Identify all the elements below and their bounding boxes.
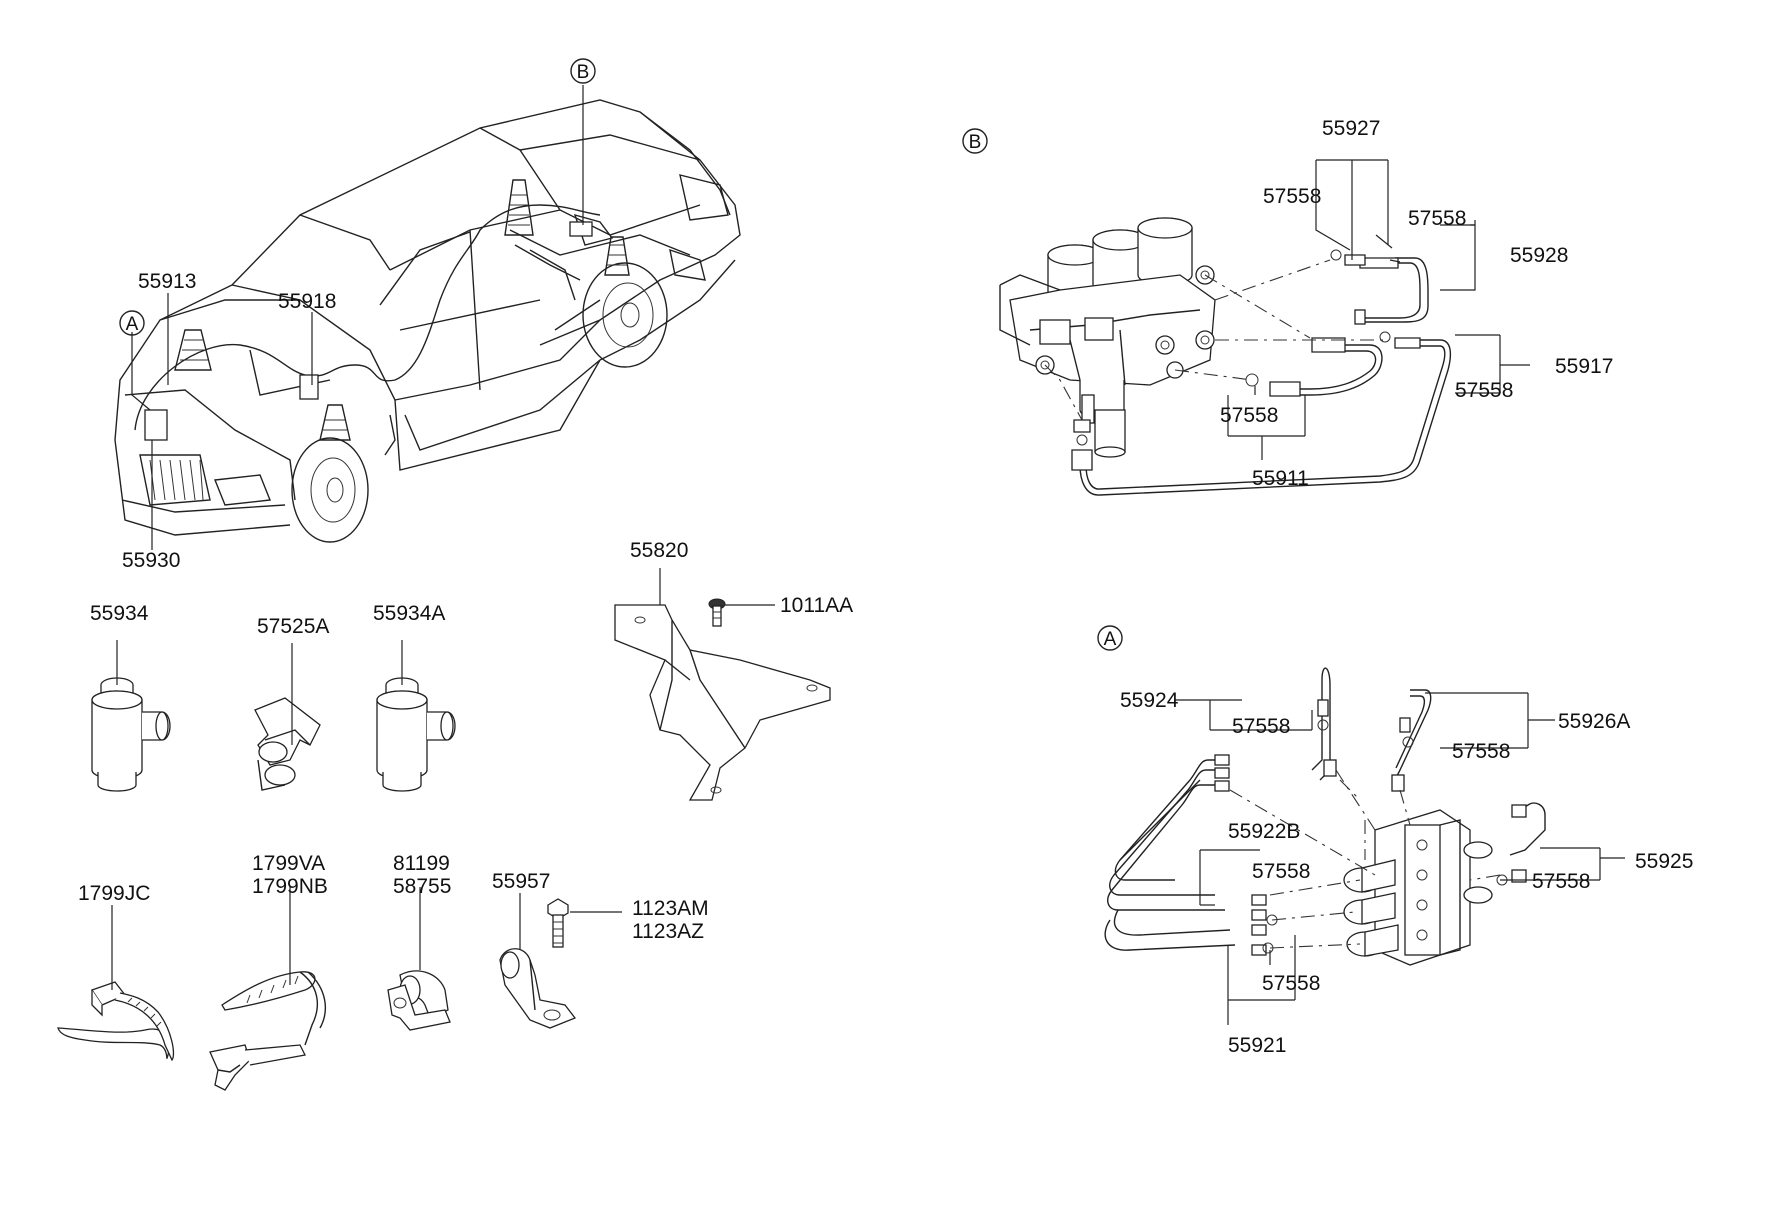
label-55957: 55957 (492, 870, 550, 893)
detail-b-leaders (1227, 159, 1530, 460)
label-a-57558-a: 57558 (1232, 715, 1290, 738)
label-b-57558-b: 57558 (1408, 207, 1466, 230)
part-1799va-cable-tie (209, 971, 327, 1091)
part-55934-connector (91, 677, 171, 792)
label-55918: 55918 (278, 290, 336, 313)
label-1123am: 1123AM (632, 897, 709, 920)
part-1799jc-cable-tie (57, 981, 175, 1062)
label-a-55924: 55924 (1120, 689, 1179, 712)
svg-text:A: A (1104, 629, 1117, 650)
label-a-55925: 55925 (1635, 850, 1693, 873)
label-a-55922b: 55922B (1228, 820, 1300, 843)
label-b-57558-a: 57558 (1263, 185, 1321, 208)
svg-text:B: B (577, 62, 590, 83)
label-1799nb: 1799NB (252, 875, 328, 898)
vehicle-illustration (114, 99, 741, 543)
label-55934: 55934 (90, 602, 149, 625)
label-55820: 55820 (630, 539, 688, 562)
label-1123az: 1123AZ (632, 920, 704, 943)
label-b-55911: 55911 (1252, 467, 1309, 490)
detail-a-hydraulic-unit (1104, 667, 1546, 966)
label-a-57558-b: 57558 (1452, 740, 1510, 763)
label-a-57558-e: 57558 (1262, 972, 1320, 995)
part-55934a-connector (376, 677, 456, 792)
svg-text:A: A (126, 314, 139, 335)
part-55820-bracket (614, 604, 831, 801)
detail-a-leaders (1175, 692, 1625, 1025)
label-55913: 55913 (138, 270, 196, 293)
label-b-55927: 55927 (1322, 117, 1380, 140)
callout-b-top: B (570, 58, 596, 84)
part-1011aa-bolt (708, 598, 726, 627)
label-a-55921: 55921 (1228, 1034, 1286, 1057)
label-a-57558-d: 57558 (1532, 870, 1590, 893)
callout-a-left: A (119, 310, 145, 336)
label-b-57558-c: 57558 (1455, 379, 1513, 402)
callout-a-section: A (1097, 625, 1123, 651)
leader-lines (111, 85, 775, 990)
part-labels: 55913 55918 55930 55934 57525A 55934A 55… (78, 117, 1693, 1057)
label-57525a: 57525A (257, 615, 329, 638)
label-1011aa: 1011AA (780, 594, 853, 617)
label-58755: 58755 (393, 875, 451, 898)
part-81199-clamp (387, 970, 451, 1031)
label-1799va: 1799VA (252, 852, 325, 875)
label-55930: 55930 (122, 549, 180, 572)
detail-b-valve-block (999, 217, 1452, 496)
label-55934a: 55934A (373, 602, 445, 625)
label-a-57558-c: 57558 (1252, 860, 1310, 883)
label-b-55917: 55917 (1555, 355, 1613, 378)
part-57525a-clip (254, 697, 321, 791)
label-b-57558-d: 57558 (1220, 404, 1278, 427)
part-1123am-bolt (547, 898, 569, 948)
callout-b-section: B (962, 128, 988, 154)
label-1799jc: 1799JC (78, 882, 150, 905)
label-81199: 81199 (393, 852, 450, 875)
part-55957-bracket (499, 948, 577, 1029)
label-a-55926a: 55926A (1558, 710, 1630, 733)
label-b-55928: 55928 (1510, 244, 1568, 267)
svg-text:B: B (969, 132, 982, 153)
